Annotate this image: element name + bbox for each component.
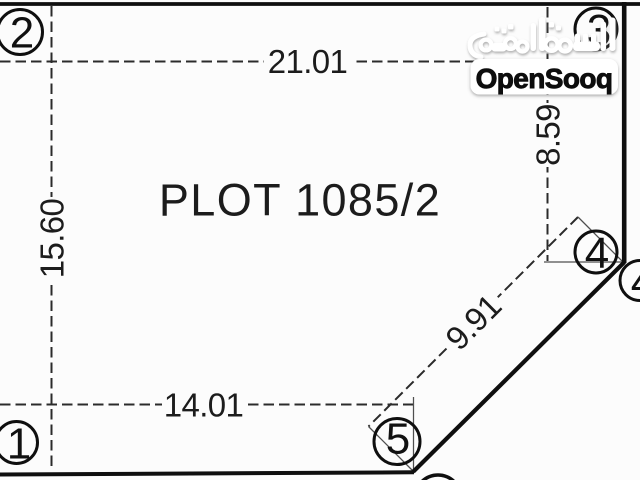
svg-text:14.01: 14.01 — [164, 387, 244, 424]
svg-text:5: 5 — [386, 415, 410, 464]
svg-text:OpenSooq: OpenSooq — [476, 63, 613, 94]
svg-text:21.01: 21.01 — [268, 43, 348, 80]
svg-text:PLOT 1085/2: PLOT 1085/2 — [159, 174, 441, 225]
svg-text:4: 4 — [585, 229, 609, 278]
svg-text:4: 4 — [631, 258, 640, 307]
svg-text:8.59: 8.59 — [530, 104, 567, 166]
svg-text:2: 2 — [10, 9, 34, 58]
svg-text:1: 1 — [7, 420, 31, 469]
svg-text:15.60: 15.60 — [34, 198, 71, 278]
